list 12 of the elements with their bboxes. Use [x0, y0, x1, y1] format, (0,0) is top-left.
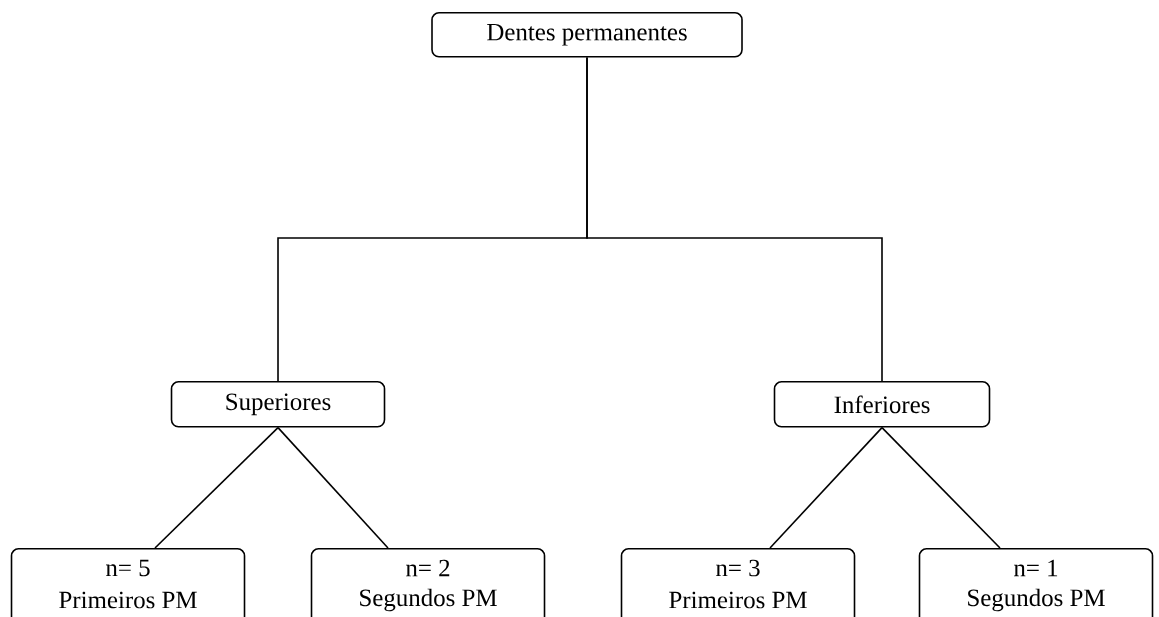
count-box: n= 5 Primeiros PM	[10, 548, 246, 617]
category-box: Dentes permanentes	[431, 12, 743, 58]
connector-line	[881, 426, 1001, 549]
count-box: n= 1 Segundos PM	[918, 548, 1154, 617]
count-box: n= 3 Primeiros PM	[620, 548, 856, 617]
category-box: Inferiores	[773, 381, 991, 428]
connector-line	[769, 426, 883, 549]
count-box: n= 2 Segundos PM	[310, 548, 546, 617]
connector-line	[154, 426, 279, 549]
connector-line	[277, 426, 389, 549]
category-box: Superiores	[170, 381, 386, 428]
connector-line	[586, 56, 883, 382]
